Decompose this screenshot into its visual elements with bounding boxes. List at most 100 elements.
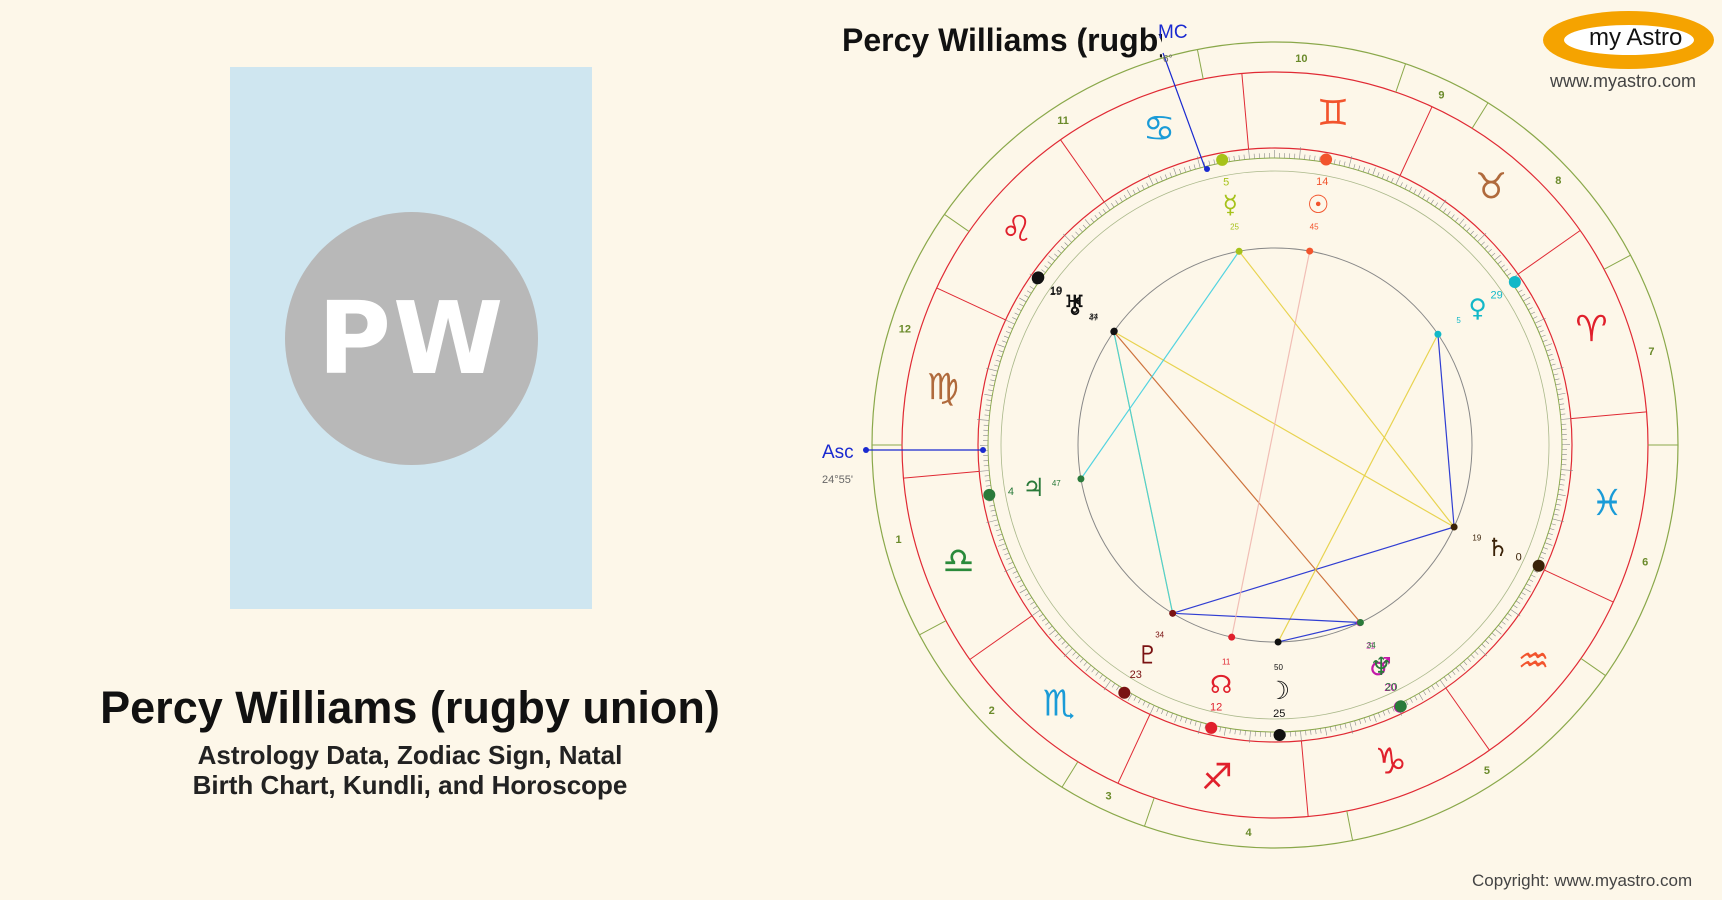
myastro-logo[interactable]: my Astro: [1543, 11, 1714, 69]
degree-tick: [1115, 200, 1119, 205]
degree-tick: [1503, 268, 1509, 273]
degree-tick: [1443, 676, 1448, 682]
degree-tick: [984, 414, 990, 416]
sign-boundary-line: [1445, 687, 1490, 751]
avatar: PW: [285, 212, 538, 465]
degree-tick: [1099, 674, 1103, 679]
mc-line: [1162, 52, 1206, 169]
degree-tick: [1057, 249, 1062, 254]
degree-tick: [1526, 583, 1531, 587]
profile-photo-placeholder: PW: [230, 67, 592, 609]
sagittarius-sign-icon: ♐: [1201, 757, 1233, 798]
degree-tick: [1418, 693, 1424, 701]
degree-tick: [1391, 177, 1394, 183]
degree-tick: [1494, 254, 1501, 261]
degree-tick: [1470, 654, 1475, 659]
degree-tick: [1533, 570, 1538, 573]
degree-tick: [1116, 685, 1120, 691]
mercury-aspect-point: [1235, 247, 1243, 255]
degree-tick: [1063, 648, 1073, 658]
degree-tick: [1550, 523, 1556, 526]
degree-tick: [1189, 719, 1192, 725]
aspect-trine-line: [1277, 333, 1439, 643]
degree-tick: [1007, 326, 1013, 329]
degree-tick: [1111, 683, 1116, 688]
degree-tick: [1194, 720, 1197, 726]
degree-tick: [1137, 187, 1141, 192]
degree-tick: [995, 529, 1001, 532]
sun-icon: ☉: [1307, 190, 1329, 219]
mercury-icon: ☿: [1223, 190, 1238, 219]
degree-tick: [1041, 269, 1046, 273]
site-url[interactable]: www.myastro.com: [1550, 71, 1697, 91]
mars-icon: ♂: [1369, 652, 1391, 681]
degree-tick: [1554, 508, 1560, 511]
moon-minutes: 50: [1274, 663, 1283, 672]
degree-tick: [1462, 224, 1467, 229]
degree-tick: [1517, 289, 1523, 293]
north-node-ring-marker: [1205, 721, 1218, 734]
degree-tick: [1473, 234, 1478, 239]
degree-tick: [1528, 579, 1534, 582]
degree-tick: [1058, 637, 1063, 641]
degree-tick: [1002, 340, 1007, 343]
degree-tick: [1459, 664, 1466, 671]
saturn-degree: 0: [1516, 552, 1522, 564]
degree-tick: [1169, 172, 1172, 178]
sign-boundary-line: [1117, 714, 1151, 784]
copyright: Copyright: www.myastro.com: [1472, 871, 1693, 890]
degree-tick: [1556, 388, 1562, 391]
degree-tick: [1546, 537, 1552, 540]
house-number-8: 8: [1555, 175, 1561, 187]
degree-tick: [998, 538, 1004, 541]
degree-tick: [1438, 199, 1447, 210]
house-number-12: 12: [899, 324, 911, 336]
degree-tick: [1484, 245, 1489, 250]
aries-sign-icon: ♈: [1575, 309, 1607, 350]
degree-tick: [1530, 311, 1536, 315]
degree-tick: [1310, 729, 1312, 735]
degree-tick: [1304, 154, 1306, 160]
degree-tick: [1400, 182, 1403, 187]
chiron-minutes: 34: [1089, 313, 1098, 322]
aspect-lines: [1080, 250, 1455, 643]
degree-tick: [998, 350, 1004, 353]
degree-tick: [1016, 308, 1022, 311]
north-node-icon: ☊: [1210, 670, 1232, 699]
degree-tick: [1549, 528, 1555, 531]
degree-tick: [1387, 708, 1390, 714]
degree-tick: [1466, 227, 1471, 232]
degree-tick: [1179, 168, 1182, 174]
degree-tick: [1054, 253, 1059, 258]
sign-boundary-line: [1517, 230, 1581, 275]
degree-tick: [1079, 658, 1084, 663]
degree-tick: [1422, 690, 1427, 696]
degree-tick: [1391, 706, 1395, 712]
house-cusp-lines: [872, 49, 1678, 841]
degree-tick: [1378, 712, 1381, 718]
degree-tick: [1458, 218, 1465, 226]
degree-tick: [1372, 167, 1376, 176]
mars-degree: 20: [1384, 682, 1396, 694]
degree-tick: [1017, 579, 1022, 583]
sign-boundary-line: [1241, 73, 1250, 150]
neptune-icon: ♆: [1370, 652, 1392, 681]
venus-icon: ♀: [1468, 293, 1486, 322]
degree-tick: [1550, 363, 1556, 366]
moon-ring-marker: [1273, 728, 1286, 741]
degree-tick: [1494, 628, 1502, 635]
degree-tick: [1208, 160, 1211, 166]
degree-tick: [1386, 175, 1389, 181]
degree-tick: [988, 499, 994, 502]
chiron-aspect-point: [1110, 327, 1118, 335]
degree-tick: [997, 354, 1002, 358]
sun-ring-marker: [1320, 153, 1333, 166]
mc-inner-dot: [1204, 166, 1210, 172]
degree-tick: [1520, 293, 1526, 298]
sun-degree: 14: [1316, 176, 1328, 188]
degree-tick: [1481, 643, 1486, 648]
degree-tick: [1409, 186, 1412, 192]
house-number-2: 2: [989, 705, 995, 717]
virgo-sign-icon: ♍: [927, 367, 959, 408]
degree-tick: [1233, 155, 1235, 161]
